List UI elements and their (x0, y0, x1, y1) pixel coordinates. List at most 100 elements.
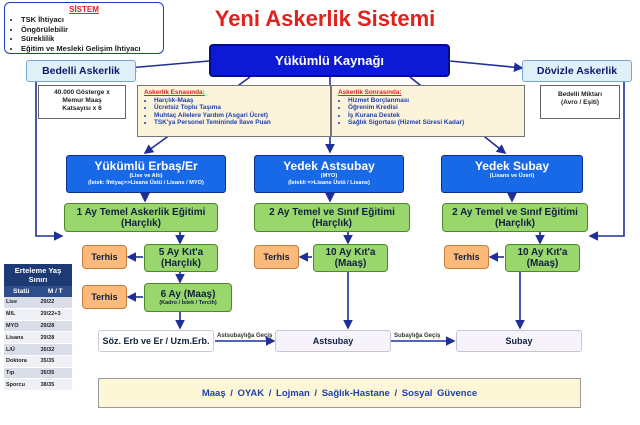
track-erbas-sub: (İstek: İhtiyaç=>Lisans Üstü / Lisans / … (88, 180, 204, 186)
age-cell: 35/32 (38, 343, 72, 356)
outcome-subay: Subay (456, 330, 582, 352)
page-title: Yeni Askerlik Sistemi (214, 6, 436, 31)
doviz-detail: Bedelli Miktarı (Avro / Eşiti) (540, 85, 620, 119)
track-astsubay-title: Yedek Astsubay (283, 159, 375, 173)
after-service-item: Sağlık Sigortası (Hizmet Süresi Kadar) (348, 119, 518, 127)
system-goals-panel: SİSTEM TSK İhtiyacı Öngörülebilir Sürekl… (4, 2, 164, 54)
age-cell: 38/35 (38, 378, 72, 392)
extended-service-note: (Kadro / İstek / Tercih) (159, 299, 217, 306)
extended-service-text: 6 Ay (Maaş) (160, 288, 216, 300)
status-cell: L/Ü (4, 343, 39, 356)
unit-astsubay-pay: (Maaş) (334, 258, 367, 269)
age-cell: 35/35 (38, 367, 72, 380)
training-subay-text: 2 Ay Temel ve Sınıf Eğitimi (452, 206, 578, 218)
status-cell: MYO (4, 320, 39, 333)
training-erbas-pay: (Harçlık) (120, 217, 161, 229)
training-astsubay: 2 Ay Temel ve Sınıf Eğitimi (Harçlık) (254, 203, 410, 232)
bedelli-node: Bedelli Askerlik (26, 60, 136, 82)
track-subay-sub: (Lisans ve Üzeri) (489, 173, 535, 179)
age-cell: 29/28 (38, 320, 72, 333)
during-service-item: Muhtaç Ailelere Yardım (Asgari Ücret) (154, 112, 324, 120)
age-cell: 29/22+3 (38, 308, 72, 321)
during-service-heading: Askerlik Esnasında: (144, 89, 205, 96)
outcome-soz: Söz. Erb ve Er / Uzm.Erb. (98, 330, 214, 352)
deferral-heading-line: Sınırı (28, 275, 48, 284)
doviz-detail-line: Bedelli Miktarı (557, 91, 603, 98)
training-erbas-text: 1 Ay Temel Askerlik Eğitimi (76, 206, 206, 218)
during-service-item: TSK'ya Personel Temininde İlave Puan (154, 119, 324, 127)
after-service-item: Hizmet Borçlanması (348, 97, 518, 105)
source-node: Yükümlü Kaynağı (209, 44, 450, 77)
unit-subay-pay: (Maaş) (526, 258, 559, 269)
system-goal-item: Süreklilik (21, 34, 157, 44)
age-cell: 29/28 (38, 331, 72, 345)
career-benefits-bar: Maaş / OYAK / Lojman / Sağlık-Hastane / … (98, 378, 581, 408)
unit-subay: 10 Ay Kıt'a (Maaş) (505, 244, 580, 272)
bedelli-detail: 40.000 Gösterge x Memur Maaş Katsayısı x… (38, 85, 126, 119)
outcome-astsubay: Astsubay (275, 330, 391, 352)
system-goal-item: Öngörülebilir (21, 25, 157, 35)
track-astsubay-sub: (İstekli =>Lisans Üstü / Lisans) (288, 180, 370, 186)
terhis-subay: Terhis (444, 245, 489, 269)
terhis-erbas: Terhis (82, 245, 127, 269)
after-service-item: Öğrenim Kredisi (348, 104, 518, 112)
training-astsubay-pay: (Harçlık) (311, 217, 352, 229)
track-astsubay-sub: (MYO) (320, 173, 338, 179)
bedelli-detail-line: Katsayısı x 6 (62, 105, 102, 112)
deferral-heading: Erteleme Yaş Sınırı (4, 264, 72, 286)
terhis-extended: Terhis (82, 285, 127, 309)
bedelli-detail-line: Memur Maaş (62, 97, 102, 104)
column-header: M / T (38, 286, 72, 297)
system-goal-item: Eğitim ve Mesleki Gelişim İhtiyacı (21, 44, 157, 54)
status-cell: Doktora (4, 355, 39, 368)
unit-erbas: 5 Ay Kıt'a (Harçlık) (144, 244, 218, 272)
track-subay: Yedek Subay (Lisans ve Üzeri) (441, 155, 583, 193)
to-astsubay-label: Astsubaylığa Geçiş (217, 333, 273, 339)
status-cell: Lisans (4, 331, 39, 345)
doviz-detail-line: (Avro / Eşiti) (560, 99, 600, 106)
training-astsubay-text: 2 Ay Temel ve Sınıf Eğitimi (269, 206, 395, 218)
extended-service: 6 Ay (Maaş) (Kadro / İstek / Tercih) (144, 283, 232, 312)
during-service-item: Harçlık-Maaş (154, 97, 324, 105)
column-header: Statü (4, 286, 39, 297)
system-goals-list: TSK İhtiyacı Öngörülebilir Süreklilik Eğ… (11, 15, 157, 53)
doviz-node: Dövizle Askerlik (522, 60, 632, 82)
unit-subay-text: 10 Ay Kıt'a (517, 247, 568, 258)
after-service-list: Hizmet Borçlanması Öğrenim Kredisi İş Ku… (338, 97, 518, 127)
status-cell: Sporcu (4, 378, 39, 392)
unit-erbas-text: 5 Ay Kıt'a (158, 247, 204, 258)
terhis-astsubay: Terhis (254, 245, 299, 269)
track-subay-title: Yedek Subay (474, 159, 550, 173)
during-service-list: Harçlık-Maaş Ücretsiz Toplu Taşıma Muhta… (144, 97, 324, 127)
table-header-row: Statü M / T (4, 286, 72, 297)
system-goals-heading: SİSTEM (69, 5, 99, 14)
track-erbas-title: Yükümlü Erbaş/Er (94, 159, 198, 173)
track-erbas: Yükümlü Erbaş/Er (Lise ve Altı) (İstek: … (66, 155, 226, 193)
unit-astsubay-text: 10 Ay Kıt'a (325, 247, 376, 258)
bedelli-detail-line: 40.000 Gösterge x (54, 89, 110, 96)
status-cell: Tıp (4, 367, 39, 380)
training-subay-pay: (Harçlık) (494, 217, 535, 229)
unit-astsubay: 10 Ay Kıt'a (Maaş) (313, 244, 388, 272)
status-cell: M/L (4, 308, 39, 321)
system-goal-item: TSK İhtiyacı (21, 15, 157, 25)
training-erbas: 1 Ay Temel Askerlik Eğitimi (Harçlık) (64, 203, 218, 232)
after-service-benefits: Askerlik Sonrasında: Hizmet Borçlanması … (331, 85, 525, 137)
age-cell: 35/35 (38, 355, 72, 368)
after-service-heading: Askerlik Sonrasında: (338, 89, 402, 96)
status-cell: Lise (4, 297, 39, 309)
training-subay: 2 Ay Temel ve Sınıf Eğitimi (Harçlık) (442, 203, 588, 232)
unit-erbas-pay: (Harçlık) (160, 258, 201, 269)
during-service-benefits: Askerlik Esnasında: Harçlık-Maaş Ücretsi… (137, 85, 331, 137)
track-erbas-sub: (Lise ve Altı) (129, 173, 163, 179)
